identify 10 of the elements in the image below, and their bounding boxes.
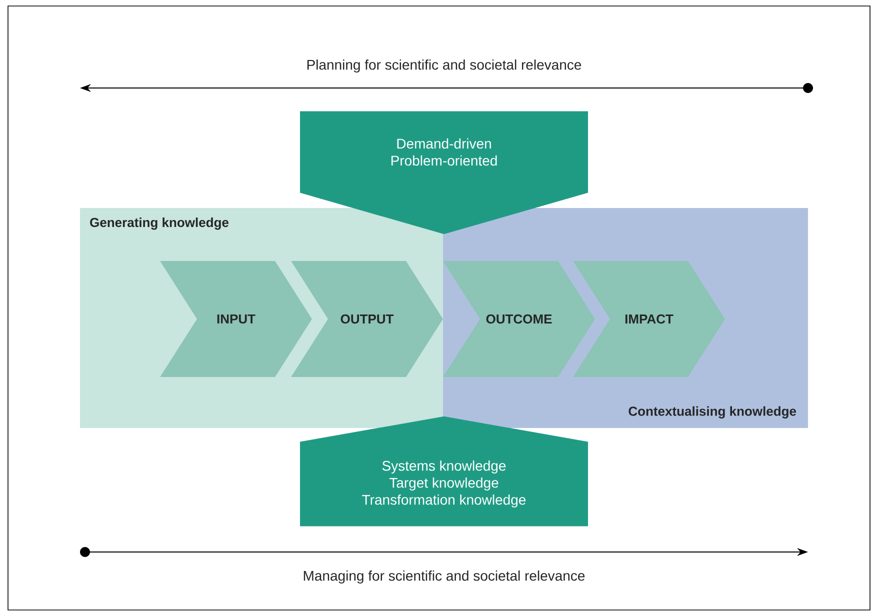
- chevron-step: INPUT: [160, 261, 312, 377]
- node-label: IMPACT: [625, 314, 674, 324]
- chevron-step: IMPACT: [573, 261, 725, 377]
- node-label: INPUT: [217, 314, 256, 324]
- axis-label: Planning for scientific and societal relevance: [307, 59, 582, 73]
- axis-label: Managing for scientific and societal relevance: [304, 570, 585, 584]
- chevron-step: OUTPUT: [291, 261, 443, 377]
- node-label: OUTPUT: [340, 314, 394, 324]
- node-label: OUTCOME: [486, 314, 552, 324]
- chevron-step: OUTCOME: [443, 261, 595, 377]
